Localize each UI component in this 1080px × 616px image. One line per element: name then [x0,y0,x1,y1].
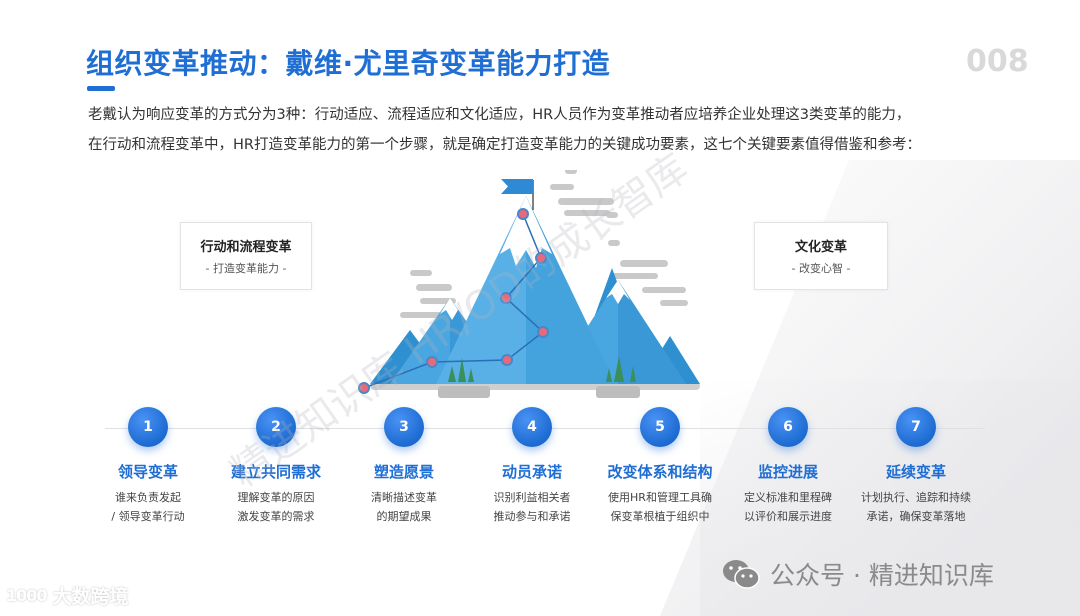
intro-paragraph: 老戴认为响应变革的方式分为3种：行动适应、流程适应和文化适应，HR人员作为变革推… [88,100,1008,160]
step-number-badge: 7 [896,407,936,447]
step-description: 识别利益相关者 推动参与和承诺 [462,488,602,526]
box-subtitle: - 打造变革能力 - [205,262,287,275]
step-desc-line: 计划执行、追踪和持续 [861,491,971,504]
step-title: 延续变革 [885,463,946,481]
step-title: 动员承诺 [501,463,562,481]
step-number-badge: 3 [384,407,424,447]
step-desc-line: 推动参与和承诺 [493,510,571,523]
step-desc-line: 理解变革的原因 [237,491,315,504]
step-number-badge: 5 [640,407,680,447]
step-7: 7 延续变革 计划执行、追踪和持续 承诺，确保变革落地 [846,407,986,526]
step-description: 使用HR和管理工具确 保变革根植于组织中 [590,488,730,526]
step-number-badge: 6 [768,407,808,447]
step-title: 改变体系和结构 [607,463,713,481]
step-desc-line: 使用HR和管理工具确 [608,491,712,504]
step-description: 定义标准和里程碑 以评价和展示进度 [718,488,858,526]
step-description: 理解变革的原因 激发变革的需求 [206,488,346,526]
step-2: 2 建立共同需求 理解变革的原因 激发变革的需求 [206,407,346,526]
step-title: 塑造愿景 [373,463,434,481]
step-desc-line: 以评价和展示进度 [744,510,832,523]
step-number-badge: 2 [256,407,296,447]
step-desc-line: 识别利益相关者 [493,491,571,504]
trees-icon [448,356,636,382]
intro-line: 老戴认为响应变革的方式分为3种：行动适应、流程适应和文化适应，HR人员作为变革推… [88,107,911,123]
step-desc-line: 的期望成果 [376,510,432,523]
step-desc-line: 承诺，确保变革落地 [866,510,966,523]
step-3: 3 塑造愿景 清晰描述变革 的期望成果 [334,407,474,526]
wechat-account-label: 公众号 · 精进知识库 [722,556,994,592]
step-desc-line: / 领导变革行动 [111,510,185,523]
corner-logo-text: 大数跨境 [52,586,129,608]
step-6: 6 监控进展 定义标准和里程碑 以评价和展示进度 [718,407,858,526]
box-title: 行动和流程变革 [200,240,292,255]
step-desc-line: 定义标准和里程碑 [744,491,832,504]
wechat-icon [723,560,760,589]
action-process-change-box: 行动和流程变革 - 打造变革能力 - [180,222,312,290]
step-desc-line: 清晰描述变革 [371,491,437,504]
step-description: 清晰描述变革 的期望成果 [334,488,474,526]
page-title: 组织变革推动：戴维·尤里奇变革能力打造 [86,47,611,80]
step-5: 5 改变体系和结构 使用HR和管理工具确 保变革根植于组织中 [590,407,730,526]
title-underline [87,86,115,91]
step-desc-line: 激发变革的需求 [237,510,315,523]
step-number-badge: 1 [128,407,168,447]
step-4: 4 动员承诺 识别利益相关者 推动参与和承诺 [462,407,602,526]
step-number-badge: 4 [512,407,552,447]
step-description: 计划执行、追踪和持续 承诺，确保变革落地 [846,488,986,526]
step-title: 领导变革 [117,463,178,481]
page-number: 008 [966,44,1029,79]
corner-logo: 1000 大数跨境 [6,582,129,609]
intro-line: 在行动和流程变革中，HR打造变革能力的第一个步骤，就是确定打造变革能力的关键成功… [88,137,921,153]
step-title: 建立共同需求 [230,463,321,481]
background-shade-bottom [700,380,1080,616]
step-1: 1 领导变革 谁来负责发起 / 领导变革行动 [78,407,218,526]
wechat-label-text: 公众号 · 精进知识库 [770,561,994,590]
box-subtitle: - 改变心智 - [791,262,851,275]
step-description: 谁来负责发起 / 领导变革行动 [78,488,218,526]
step-desc-line: 谁来负责发起 [115,491,181,504]
box-title: 文化变革 [794,240,847,255]
step-desc-line: 保变革根植于组织中 [610,510,710,523]
corner-logo-mark: 1000 [6,586,48,605]
culture-change-box: 文化变革 - 改变心智 - [754,222,888,290]
step-title: 监控进展 [757,463,818,481]
clouds-icon [400,170,688,318]
mountain-climb-illustration [358,170,700,398]
